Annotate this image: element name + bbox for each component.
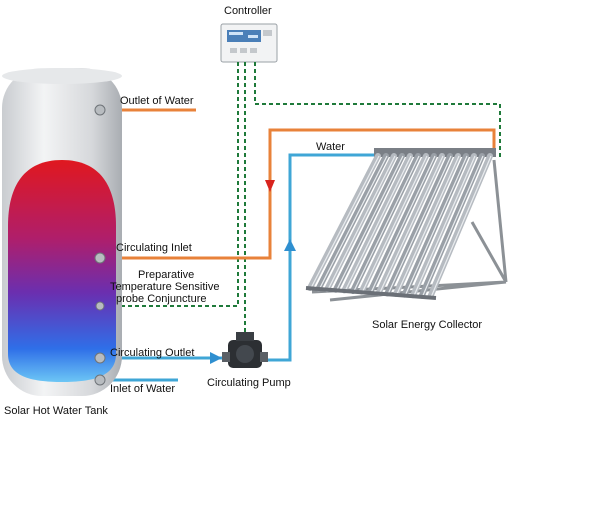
probe-port	[95, 301, 105, 311]
collector-tube-highlight	[430, 155, 492, 297]
collector-return-pipe	[104, 128, 496, 260]
collector-tube	[410, 153, 477, 299]
collector-tube-highlight	[413, 155, 476, 296]
collector-tube-highlight	[353, 155, 420, 292]
collector-tube	[307, 153, 381, 291]
collector-tube-highlight	[344, 155, 412, 291]
controller-button	[240, 48, 247, 53]
collector-feed-pipe	[264, 153, 376, 362]
collector-tube	[367, 153, 437, 296]
collector-tube-highlight	[422, 155, 484, 297]
collector-tube	[384, 153, 453, 297]
controller-panel-icon	[220, 23, 278, 63]
collector-tube	[401, 153, 469, 298]
circulating-pump[interactable]	[222, 332, 268, 368]
cold-flow-arrow-up	[284, 239, 296, 251]
solar-hot-water-tank[interactable]	[2, 68, 122, 396]
outlet-of-water-label: Outlet of Water	[120, 95, 194, 107]
collector-tube-highlight	[319, 155, 388, 289]
collector-tube-highlight	[327, 155, 396, 290]
sensor-wire-collector	[254, 62, 501, 157]
collector-manifold	[374, 148, 496, 157]
preparative-label-line2: Temperature Sensitive	[110, 281, 219, 293]
collector-tube	[418, 153, 485, 299]
circulating-inlet-port	[94, 252, 106, 264]
collector-tube-highlight	[379, 155, 444, 294]
collector-tube	[427, 153, 493, 300]
circulating-inlet-label: Circulating Inlet	[116, 242, 192, 254]
collector-tube-highlight	[387, 155, 452, 294]
cold-pipes	[104, 153, 376, 382]
collector-tube	[332, 153, 405, 293]
controller-button	[230, 48, 237, 53]
collector-tube-highlight	[370, 155, 436, 293]
cold-flow-arrow-right	[210, 352, 222, 364]
collector-tube	[375, 153, 445, 296]
controller[interactable]	[220, 23, 278, 63]
collector-stand	[311, 159, 508, 302]
collector-tube-highlight	[310, 155, 380, 289]
collector-tube-highlight	[405, 155, 468, 295]
controller-button	[263, 30, 272, 36]
tank-top	[2, 68, 122, 84]
collector-tube-highlight	[362, 155, 428, 292]
collector-tube	[358, 153, 429, 295]
preparative-label-line3: probe Conjuncture	[116, 293, 207, 305]
collector-tube	[324, 153, 397, 293]
inlet-port	[94, 374, 106, 386]
sensor-wire-tank	[106, 62, 239, 307]
circulating-pump-label: Circulating Pump	[207, 377, 291, 389]
solar-energy-collector-label: Solar Energy Collector	[372, 319, 482, 331]
controller-label: Controller	[224, 5, 272, 17]
collector-tube	[393, 153, 461, 297]
collector-tube	[341, 153, 413, 294]
collector-tube-highlight	[336, 155, 404, 291]
tank-heat-gradient	[8, 160, 116, 382]
collector-tube	[350, 153, 421, 294]
solar-collector[interactable]	[305, 148, 508, 302]
circulating-outlet-port	[94, 352, 106, 364]
circulating-outlet-label: Circulating Outlet	[110, 347, 194, 359]
preparative-label-line1: Preparative	[138, 269, 194, 281]
hot-flow-arrow	[265, 180, 275, 192]
inlet-of-water-label: Inlet of Water	[110, 383, 175, 395]
solar-hot-water-tank-label: Solar Hot Water Tank	[4, 405, 108, 417]
collector-tube-highlight	[396, 155, 460, 295]
collector-bottom-rail	[305, 286, 437, 300]
outlet-port	[94, 104, 106, 116]
signal-wires	[106, 62, 501, 332]
collector-tube	[315, 153, 389, 292]
water-label: Water	[316, 141, 345, 153]
solar-collector-icon	[307, 153, 493, 300]
controller-button	[250, 48, 257, 53]
